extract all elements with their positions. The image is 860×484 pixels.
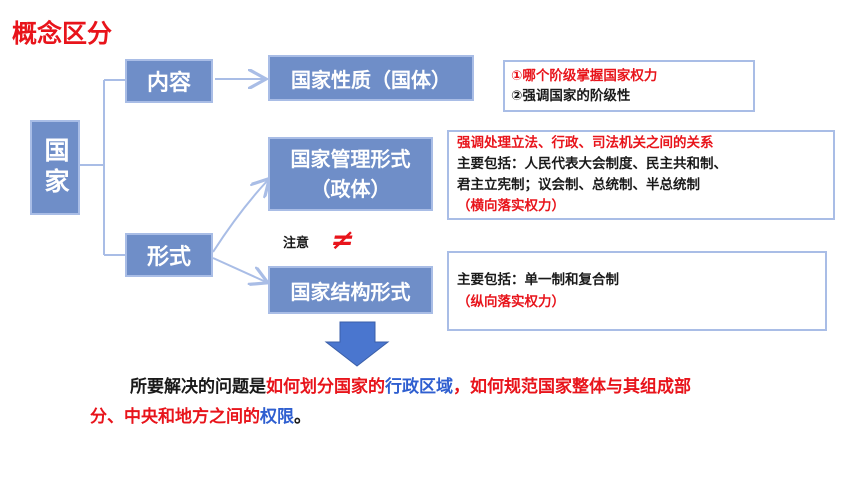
page-title: 概念区分 (12, 19, 113, 48)
bottom-part2: 如何划分国家的 (266, 377, 385, 397)
root-node: 国家 (30, 120, 80, 215)
node-government-form: 国家管理形式 （政体） (268, 137, 433, 211)
node-state-nature: 国家性质（国体） (268, 55, 474, 101)
node-structure-form: 国家结构形式 (268, 266, 433, 314)
bottom-part6: 。 (294, 407, 311, 427)
attention-label: 注意 (283, 236, 310, 251)
note-structure-form-line2: （纵向落实权力） (457, 294, 565, 310)
node-government-form-line2: （政体） (310, 177, 391, 201)
note-state-nature-line1: ①哪个阶级掌握国家权力 (511, 68, 658, 84)
bottom-part5: 权限 (260, 407, 294, 427)
note-state-nature-line2: ②强调国家的阶级性 (511, 88, 631, 104)
bottom-statement: 所要解决的问题是如何划分国家的行政区域，如何规范国家整体与其组成部分、中央和地方… (90, 372, 710, 432)
bottom-part3: 行政区域 (385, 377, 453, 397)
branch-form: 形式 (125, 233, 213, 277)
root-node-label: 国家 (41, 136, 70, 199)
note-government-form-line4: （横向落实权力） (457, 198, 565, 214)
note-government-form-line1: 强调处理立法、行政、司法机关之间的关系 (457, 135, 714, 151)
note-state-nature: ①哪个阶级掌握国家权力 ②强调国家的阶级性 (503, 60, 755, 112)
bottom-part1: 所要解决的问题是 (130, 377, 266, 397)
bottom-part4: ，如何规范国家整体与其组成部分、中央和地方之间的 (90, 377, 691, 427)
branch-content: 内容 (125, 59, 213, 103)
down-arrow-icon (324, 321, 390, 367)
node-government-form-line1: 国家管理形式 (290, 147, 411, 171)
note-structure-form-line1: 主要包括：单一制和复合制 (457, 272, 619, 288)
note-government-form-line2: 主要包括：人民代表大会制度、民主共和制、 (457, 156, 727, 172)
note-government-form-line3: 君主立宪制；议会制、总统制、半总统制 (457, 177, 700, 193)
note-structure-form: 主要包括：单一制和复合制 （纵向落实权力） (447, 251, 827, 331)
note-government-form: 强调处理立法、行政、司法机关之间的关系 主要包括：人民代表大会制度、民主共和制、… (447, 130, 835, 220)
